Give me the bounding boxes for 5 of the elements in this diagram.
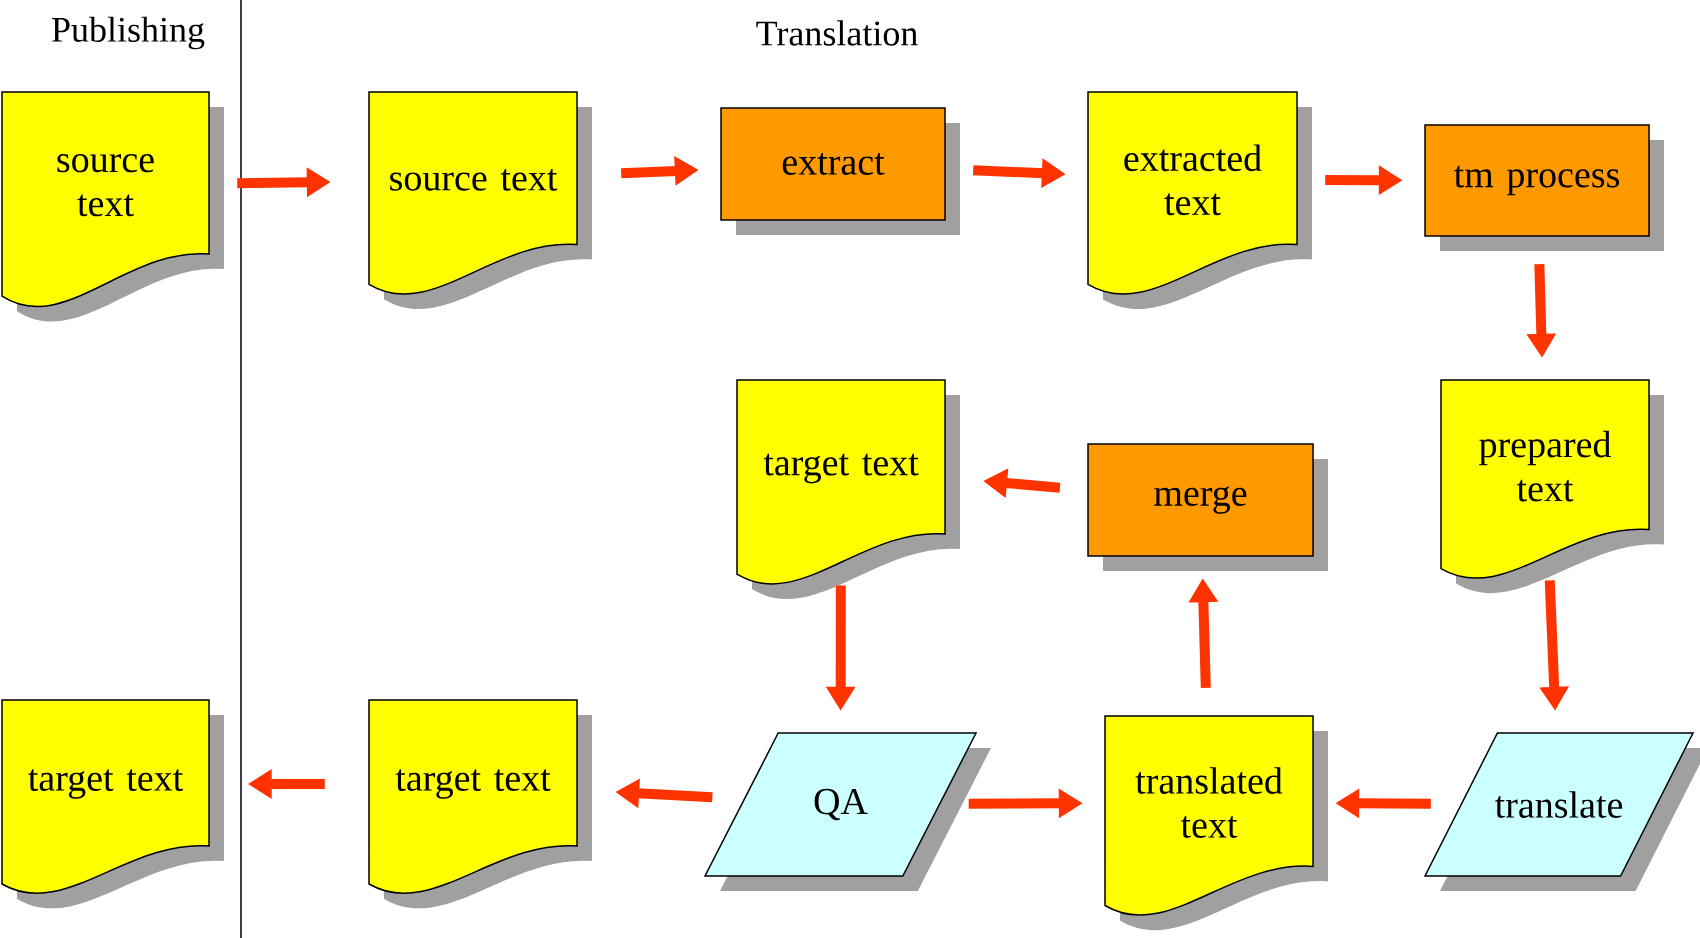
column-heading: Publishing — [52, 16, 205, 50]
process-box: extract — [720, 107, 960, 235]
process-box: merge — [1087, 443, 1328, 571]
process-box: tm process — [1424, 124, 1664, 251]
column-heading: Translation — [756, 20, 918, 46]
